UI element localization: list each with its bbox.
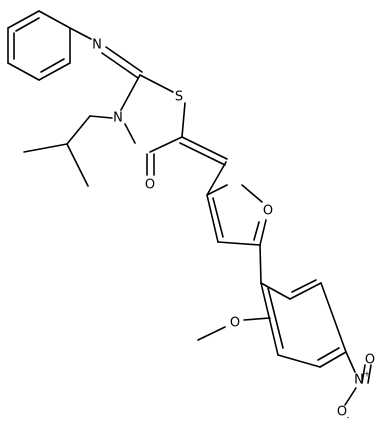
bond: [40, 58, 65, 73]
methoxy-oxygen-label: O: [230, 316, 240, 331]
bond: [206, 184, 228, 196]
bond: [101, 52, 139, 79]
furan-oxygen-label: O: [263, 204, 273, 219]
nitro-nitrogen-charge: +: [364, 370, 371, 379]
nitro-oxygen-top-label: O: [365, 353, 375, 368]
bond: [66, 115, 91, 145]
bond: [38, 62, 71, 81]
bond: [367, 364, 372, 384]
nitro-oxygen-bottom-label: O: [337, 405, 347, 420]
bond: [7, 10, 40, 29]
bond: [197, 326, 226, 341]
bond: [181, 102, 186, 138]
bond: [89, 115, 113, 119]
bond: [23, 143, 68, 153]
bond: [259, 244, 262, 284]
bond: [38, 10, 71, 29]
bond: [259, 219, 267, 246]
bond: [120, 74, 141, 111]
bond: [212, 197, 224, 238]
bond: [260, 282, 279, 356]
bond: [217, 241, 261, 246]
bond: [289, 282, 322, 300]
bond: [206, 194, 219, 243]
bond: [243, 317, 271, 321]
bond: [345, 351, 356, 373]
bond: [139, 74, 174, 93]
bond: [15, 17, 40, 32]
bond: [344, 387, 357, 406]
bonds: [7, 10, 372, 406]
bond: [149, 136, 183, 153]
bond: [361, 364, 366, 384]
bond: [319, 351, 347, 368]
bond: [317, 347, 340, 361]
bond: [277, 354, 321, 368]
bond: [291, 279, 317, 293]
imine-nitrogen-label: N: [92, 38, 102, 53]
nitro-nitrogen-label: N: [354, 373, 364, 388]
bond: [7, 62, 40, 81]
bond: [206, 161, 227, 196]
atom-labels: N S N O O O N + O O -: [92, 38, 375, 422]
bond: [179, 142, 226, 166]
nitro-oxygen-bottom-charge: -: [347, 413, 350, 422]
bond: [181, 136, 228, 160]
bond: [241, 184, 263, 203]
ring-nitrogen-label: N: [113, 111, 123, 126]
bond: [320, 282, 347, 353]
bond: [69, 27, 92, 40]
sulfur-label: S: [175, 90, 183, 105]
bond: [253, 221, 260, 241]
carbonyl-oxygen-label: O: [145, 178, 155, 193]
bond: [260, 282, 291, 300]
bond: [66, 143, 89, 187]
bond: [105, 46, 143, 73]
bond: [267, 287, 284, 349]
bond: [124, 123, 136, 144]
